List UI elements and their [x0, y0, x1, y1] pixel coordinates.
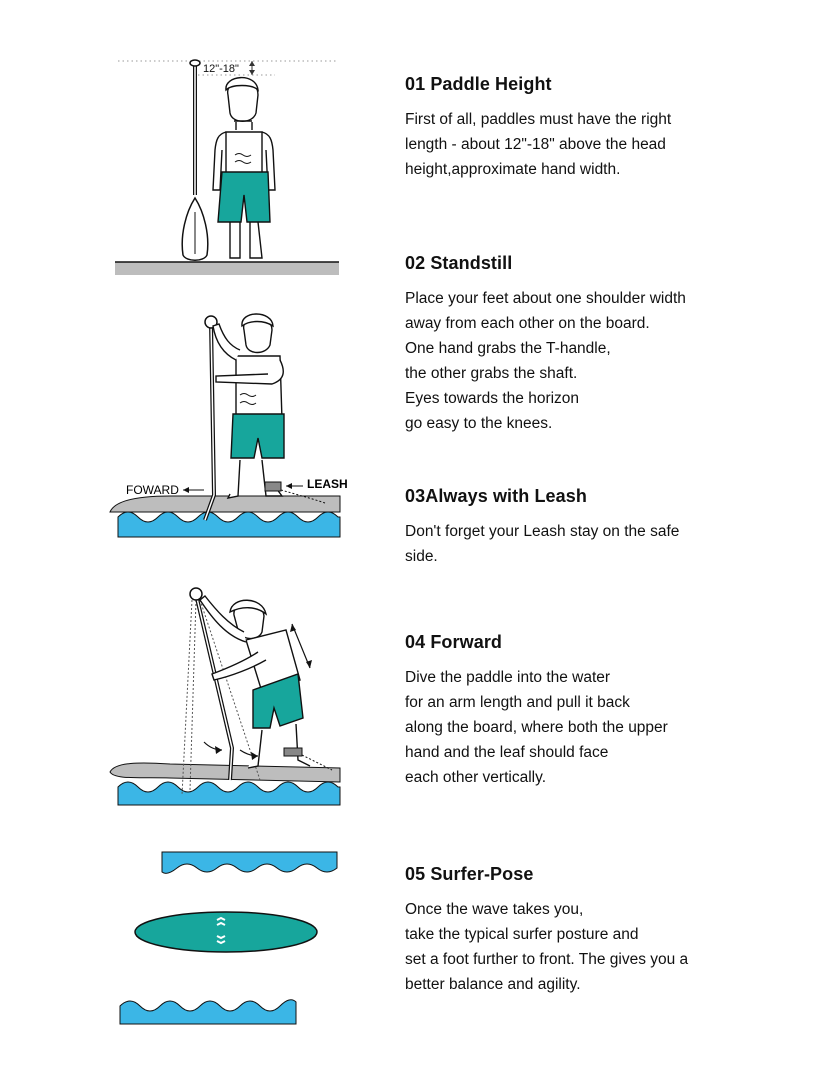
- figure-surfer-pose: [119, 851, 338, 1025]
- body-line: side.: [405, 548, 438, 565]
- section-standstill: 02 Standstill Place your feet about one …: [405, 253, 815, 436]
- section-title: 05 Surfer-Pose: [405, 864, 534, 884]
- figure-paddle-height: 12"-18": [115, 59, 339, 275]
- body-line: set a foot further to front. The gives y…: [405, 951, 689, 968]
- body-line: height,approximate hand width.: [405, 161, 621, 178]
- section-title: 02 Standstill: [405, 253, 513, 273]
- height-measure-label: 12"-18": [203, 63, 239, 75]
- section-surfer-pose: 05 Surfer-Pose Once the wave takes you, …: [405, 864, 815, 997]
- body-line: Dive the paddle into the water: [405, 669, 611, 686]
- body-line: better balance and agility.: [405, 976, 581, 993]
- leash-label: LEASH: [307, 477, 348, 491]
- section-body: First of all, paddles must have the righ…: [405, 107, 815, 182]
- figure-forward: [109, 587, 341, 806]
- body-line: each other vertically.: [405, 769, 546, 786]
- section-paddle-height: 01 Paddle Height First of all, paddles m…: [405, 74, 815, 182]
- body-line: Place your feet about one shoulder width: [405, 290, 686, 307]
- body-line: Don't forget your Leash stay on the safe: [405, 523, 680, 540]
- body-line: for an arm length and pull it back: [405, 694, 630, 711]
- section-body: Dive the paddle into the water for an ar…: [405, 665, 815, 790]
- body-line: away from each other on the board.: [405, 315, 650, 332]
- body-line: length - about 12"-18" above the head: [405, 136, 666, 153]
- section-title: 01 Paddle Height: [405, 74, 552, 94]
- section-body: Don't forget your Leash stay on the safe…: [405, 519, 815, 569]
- section-title: 03Always with Leash: [405, 486, 587, 506]
- section-leash: 03Always with Leash Don't forget your Le…: [405, 486, 815, 569]
- body-line: Once the wave takes you,: [405, 901, 584, 918]
- section-forward: 04 Forward Dive the paddle into the wate…: [405, 632, 815, 790]
- body-line: take the typical surfer posture and: [405, 926, 639, 943]
- body-line: One hand grabs the T-handle,: [405, 340, 611, 357]
- illustrations: 12"-18": [109, 59, 348, 1025]
- forward-label: FOWARD: [126, 483, 179, 497]
- body-line: First of all, paddles must have the righ…: [405, 111, 672, 128]
- body-line: Eyes towards the horizon: [405, 390, 580, 407]
- figure-standstill: FOWARD LEASH: [109, 313, 348, 538]
- body-line: go easy to the knees.: [405, 415, 553, 432]
- body-line: the other grabs the shaft.: [405, 365, 578, 382]
- section-body: Place your feet about one shoulder width…: [405, 286, 815, 436]
- body-line: along the board, where both the upper: [405, 719, 668, 736]
- body-line: hand and the leaf should face: [405, 744, 609, 761]
- section-body: Once the wave takes you, take the typica…: [405, 897, 815, 997]
- section-title: 04 Forward: [405, 632, 503, 652]
